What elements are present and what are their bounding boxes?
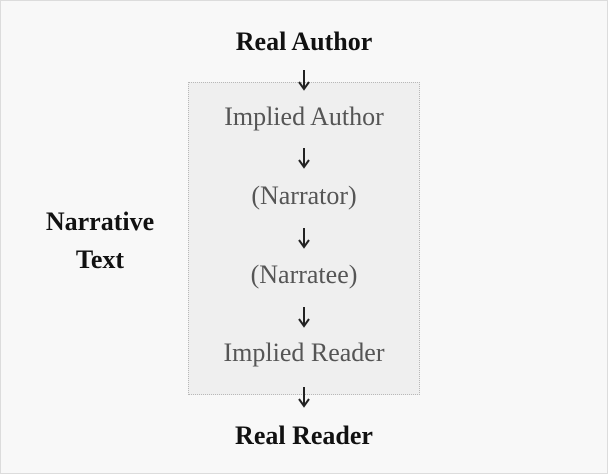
narrative-text-label-line2: Text: [75, 245, 125, 274]
narrative-text-label: Narrative Text: [30, 203, 170, 279]
implied-author-node: Implied Author: [224, 102, 384, 131]
real-author-node: Real Author: [235, 27, 373, 56]
narrator-node: (Narrator): [251, 181, 357, 210]
narrative-text-label-line1: Narrative: [45, 207, 155, 236]
down-arrow-icon: [296, 227, 312, 249]
narratee-node: (Narratee): [250, 260, 358, 289]
down-arrow-icon: [296, 69, 312, 91]
down-arrow-icon: [296, 386, 312, 408]
down-arrow-icon: [296, 147, 312, 169]
implied-reader-node: Implied Reader: [223, 338, 385, 367]
down-arrow-icon: [296, 306, 312, 328]
real-reader-node: Real Reader: [235, 421, 373, 450]
